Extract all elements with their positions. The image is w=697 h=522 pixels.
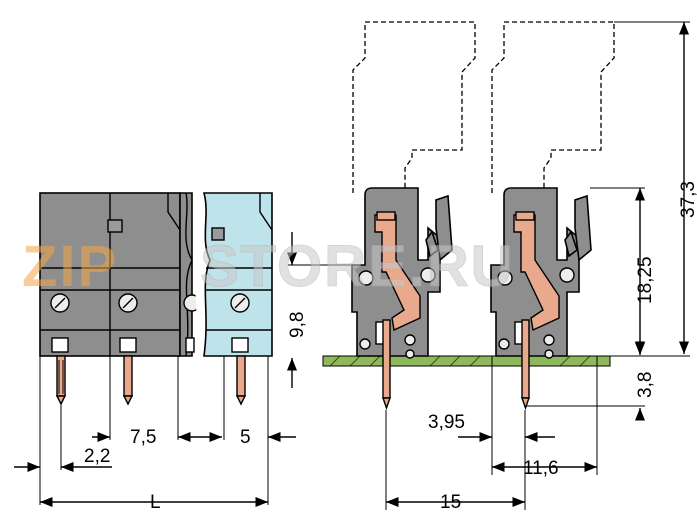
dim-L: L	[150, 492, 161, 513]
test-opening-1	[51, 337, 69, 353]
front-view	[39, 192, 273, 406]
watermark-store: STORE.RU	[200, 234, 515, 299]
pin-2	[123, 355, 133, 397]
front-dimensions: 7,5 5 2,2 L	[14, 356, 296, 513]
dim-15: 15	[440, 492, 461, 513]
watermark: ZIP STORE.RU	[22, 234, 515, 300]
dim-37-3: 37,3	[678, 181, 697, 218]
side-view-2	[490, 21, 615, 411]
dim-3-8: 3,8	[635, 372, 656, 398]
test-opening-2	[119, 337, 137, 353]
dim-7-5: 7,5	[130, 427, 156, 448]
dim-3-95: 3,95	[428, 412, 465, 433]
clamp-hole-3	[230, 293, 250, 313]
side-contact-1	[374, 214, 421, 332]
side-contact-2	[513, 214, 560, 332]
dim-5: 5	[240, 427, 251, 448]
dim-18-25: 18,25	[635, 256, 656, 304]
dim-9-8: 9,8	[287, 312, 308, 338]
dim-2-2: 2,2	[84, 446, 110, 467]
pcb-board	[322, 355, 611, 367]
pin-3	[236, 355, 246, 397]
pin-1	[56, 355, 66, 397]
clamp-hole-1	[50, 293, 70, 313]
side-dimensions: 9,8 15 3,95 11,6 3,8 18,25 37,3	[286, 21, 697, 513]
side-view-1	[351, 21, 476, 411]
dim-11-6: 11,6	[523, 458, 559, 479]
watermark-zip: ZIP	[22, 234, 118, 299]
clamp-hole-2	[118, 293, 138, 313]
